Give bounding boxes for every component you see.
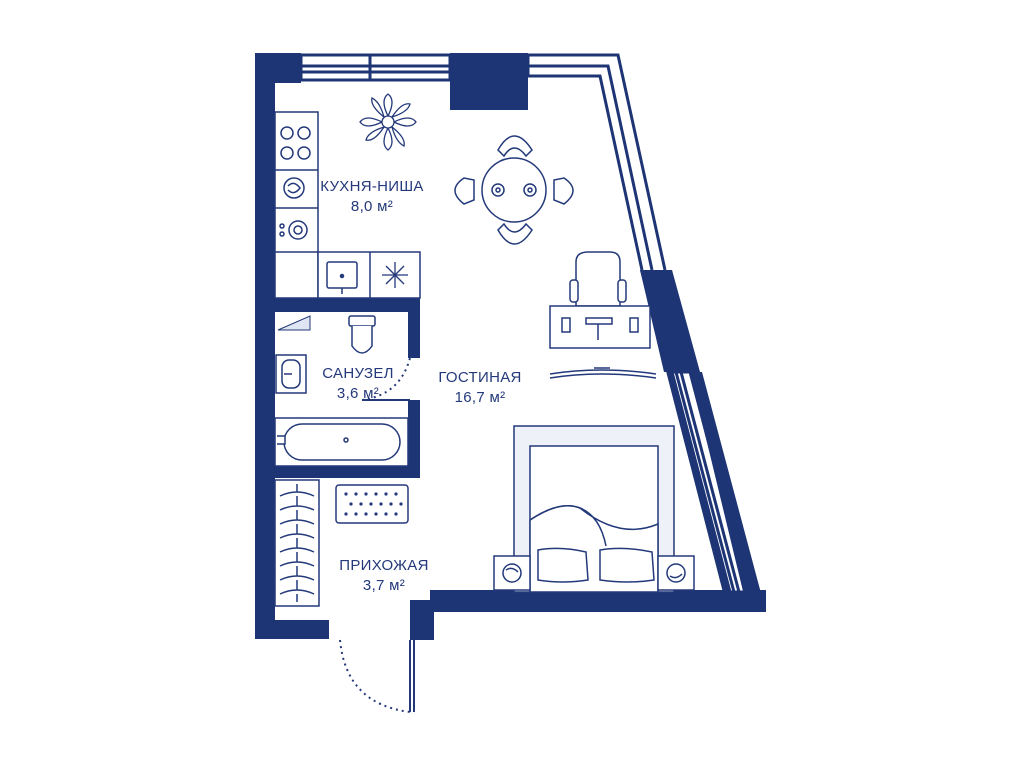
room-name: КУХНЯ-НИША bbox=[320, 178, 424, 195]
dining-table-icon bbox=[481, 157, 547, 223]
room-area: 16,7 м² bbox=[454, 389, 506, 406]
bathtub-icon bbox=[274, 417, 409, 467]
plant-icon bbox=[359, 93, 417, 151]
toilet-icon bbox=[348, 315, 376, 354]
room-label-hallway: ПРИХОЖАЯ 3,7 м² bbox=[339, 556, 429, 596]
window-top-right bbox=[526, 53, 667, 271]
room-name: ПРИХОЖАЯ bbox=[339, 557, 429, 574]
stove-icon bbox=[280, 126, 311, 160]
entrance-door-icon[interactable] bbox=[339, 639, 415, 713]
room-label-bathroom: САНУЗЕЛ 3,6 м² bbox=[322, 364, 394, 404]
window-top-left bbox=[299, 53, 452, 82]
mirror-icon bbox=[277, 315, 311, 331]
tv-icon bbox=[549, 367, 657, 379]
hood-icon bbox=[382, 262, 408, 288]
room-label-kitchen: КУХНЯ-НИША 8,0 м² bbox=[320, 177, 423, 217]
desk-icon bbox=[549, 251, 651, 349]
room-area: 8,0 м² bbox=[350, 198, 394, 215]
room-area: 3,7 м² bbox=[362, 577, 406, 594]
room-name: САНУЗЕЛ bbox=[322, 365, 394, 382]
interior-walls bbox=[275, 298, 434, 612]
room-label-living: ГОСТИНАЯ 16,7 м² bbox=[438, 368, 521, 408]
room-name: ГОСТИНАЯ bbox=[438, 369, 522, 386]
wall-right-column bbox=[640, 270, 690, 372]
doormat-icon bbox=[335, 484, 409, 524]
bathroom-door[interactable] bbox=[361, 357, 411, 401]
sink-icon bbox=[326, 261, 358, 294]
washbasin-icon bbox=[275, 354, 307, 394]
nightstand-icon bbox=[493, 555, 695, 591]
wall-right-lower bbox=[690, 372, 766, 612]
wardrobe-icon bbox=[274, 479, 320, 607]
washer-icon bbox=[283, 177, 305, 199]
oven-icon bbox=[279, 220, 308, 240]
room-area: 3,6 м² bbox=[336, 385, 380, 402]
chair-icon bbox=[454, 135, 574, 245]
double-bed-icon bbox=[513, 425, 675, 593]
